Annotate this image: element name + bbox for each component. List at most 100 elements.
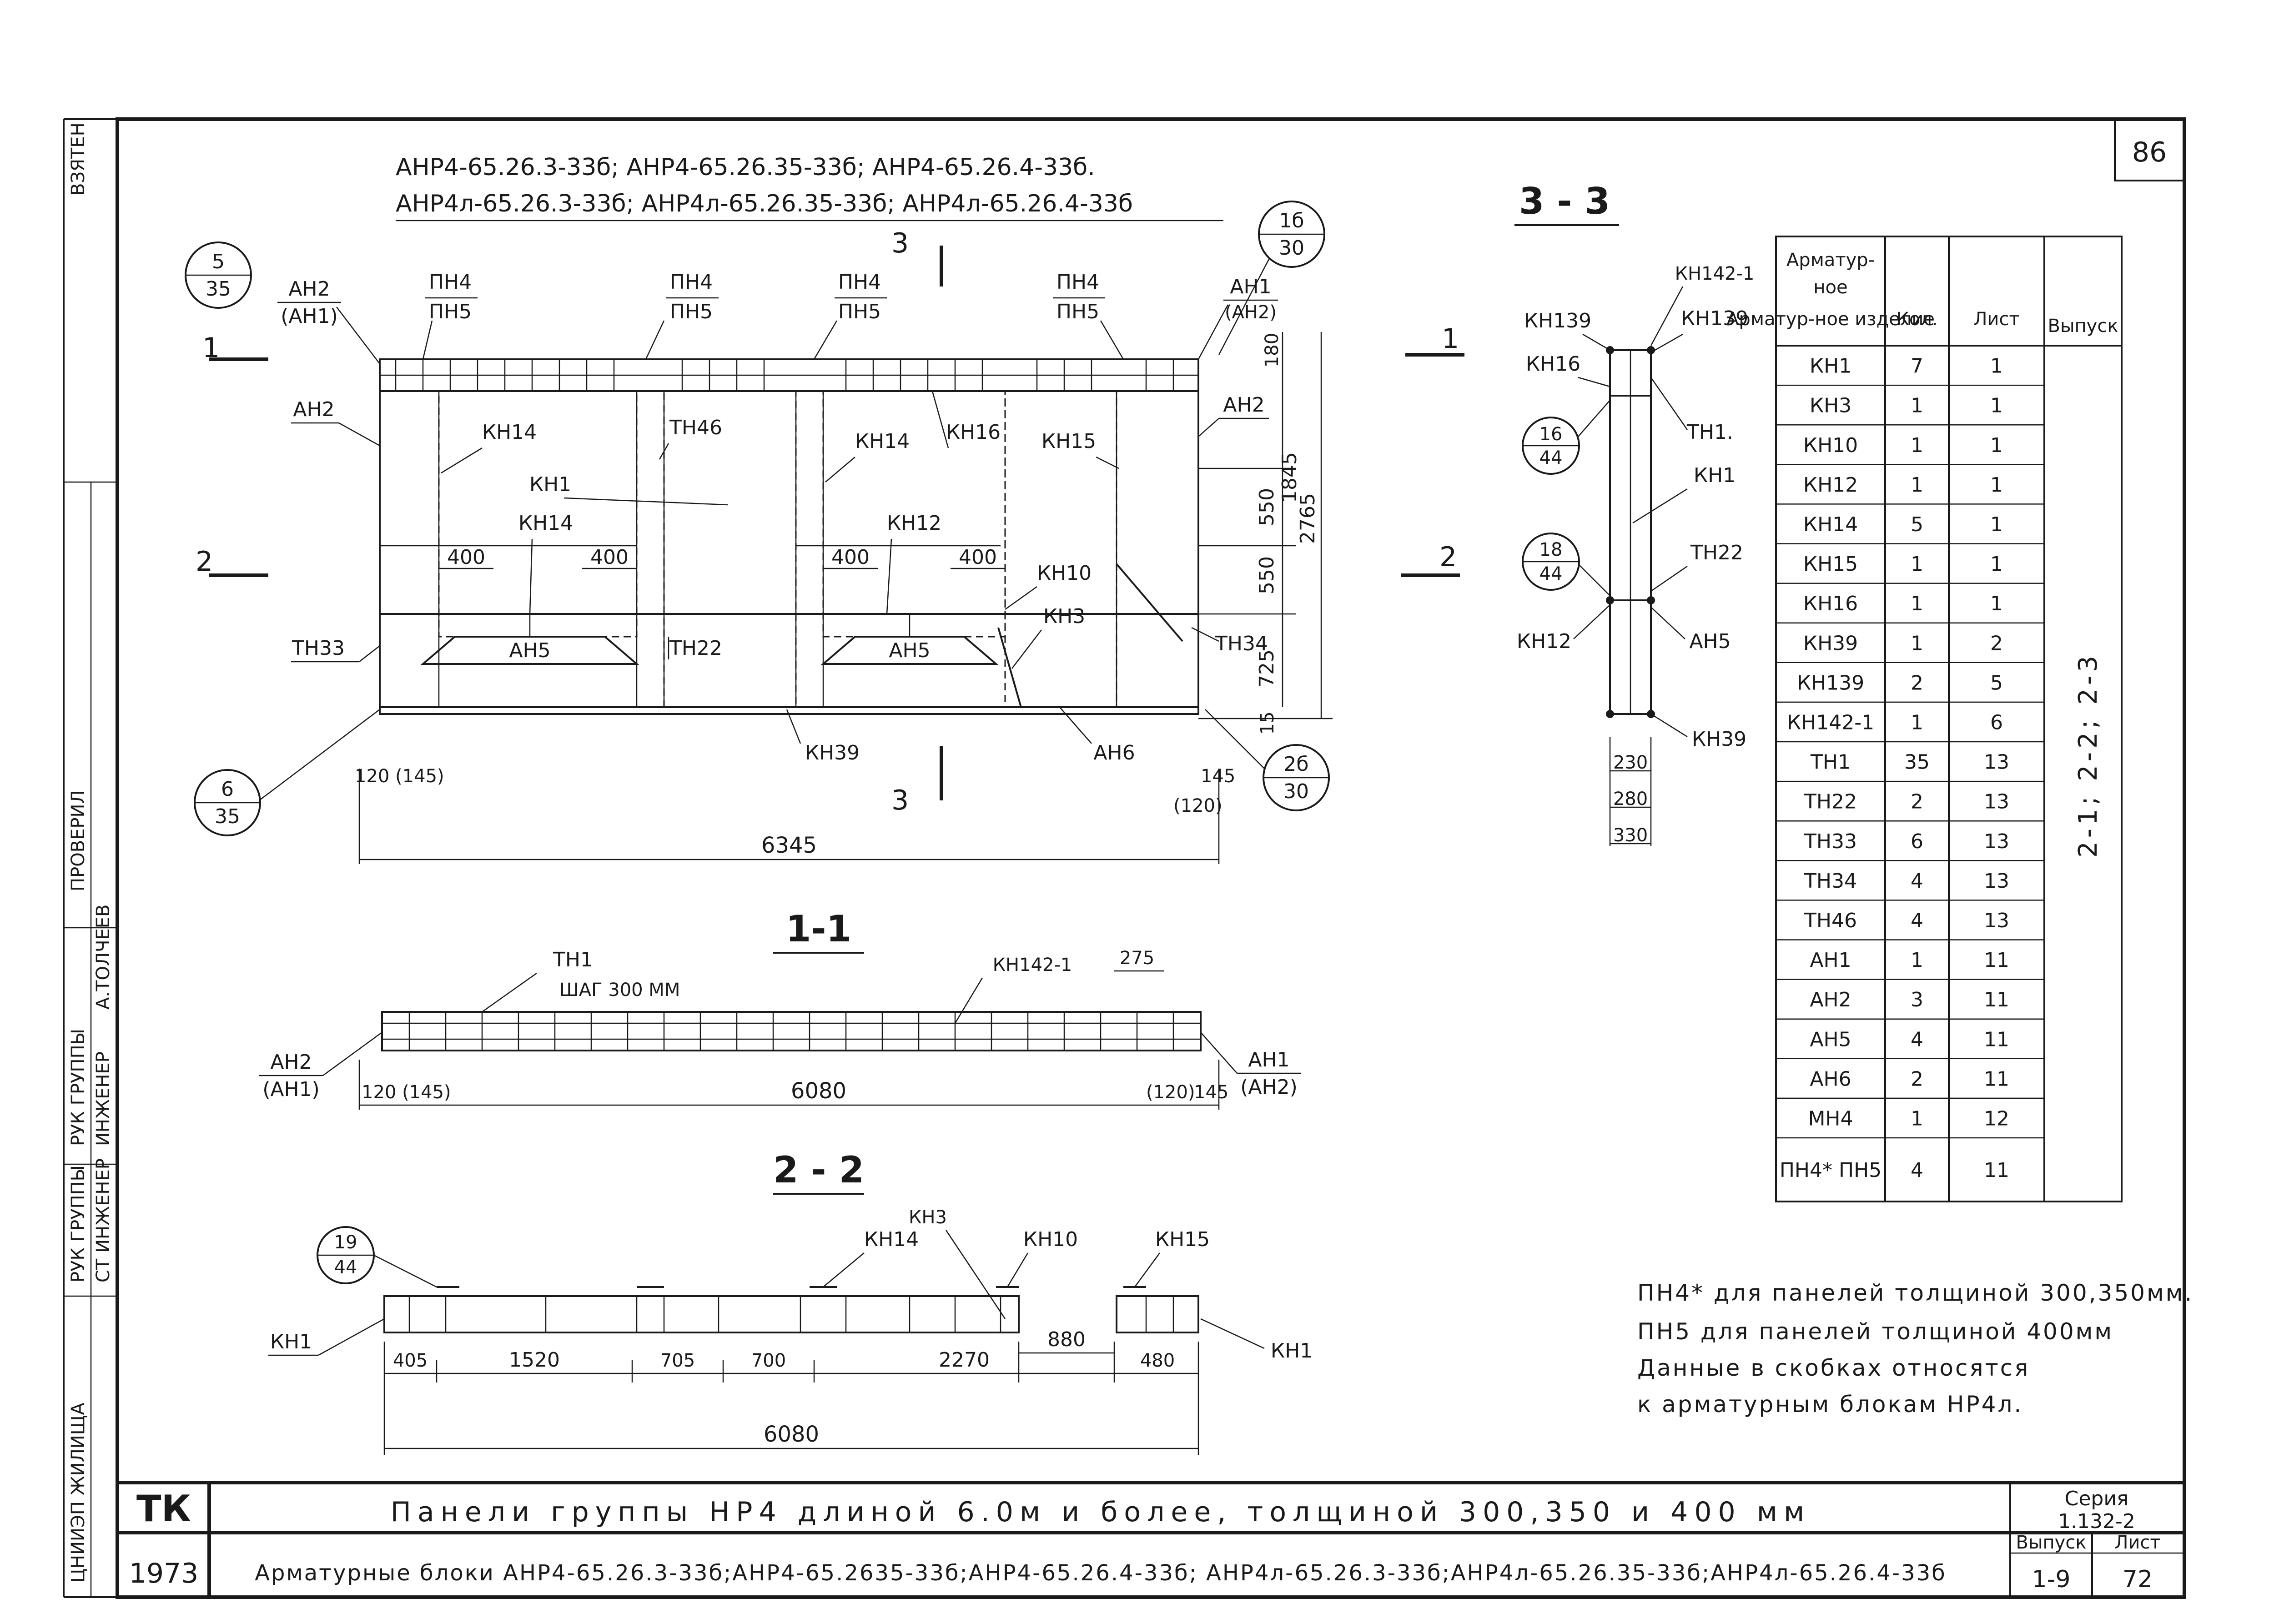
table-cell: 1 [1990, 434, 2003, 457]
section-marker-2-right: 2 [1439, 541, 1457, 573]
label-pn4-3: ПН4 [838, 271, 881, 294]
title-code: ТК [136, 1488, 191, 1530]
table-cell: 6 [1990, 711, 2003, 734]
table-header-qty: Кол. [1896, 309, 1937, 330]
callout-19-top: 19 [334, 1232, 357, 1253]
table-cell: ТН22 [1804, 790, 1857, 814]
strip-role-3: ПРОВЕРИЛ [68, 790, 89, 891]
label-pn4-1: ПН4 [429, 271, 472, 294]
table-cell: 12 [1984, 1107, 2009, 1130]
title-subtitle: Арматурные блоки АНР4-65.26.3-33б;АНР4-6… [255, 1560, 1947, 1586]
label-kn39-33: КН39 [1692, 728, 1746, 751]
callout-2b-top: 2б [1283, 753, 1308, 776]
table-header-release: Выпуск [2048, 316, 2118, 337]
table-cell: 1 [1911, 473, 1923, 497]
table-cell: 3 [1911, 988, 1923, 1011]
top-ticks [395, 359, 1174, 391]
label-kn14-a: КН14 [482, 421, 537, 444]
sheet-number-box: 86 [2114, 118, 2185, 181]
label-kn142-11: КН142-1 [993, 955, 1072, 975]
table-cell: 5 [1990, 671, 2003, 694]
dim-405: 405 [393, 1350, 428, 1371]
note-line-2: ПН5 для панелей толщиной 400мм [1637, 1318, 2113, 1345]
callout-2b-bottom: 30 [1283, 780, 1309, 803]
label-pn4-2: ПН4 [670, 271, 713, 294]
label-th46: ТН46 [669, 416, 722, 439]
series-label: Серия [2065, 1487, 2129, 1510]
table-cell: 1 [1911, 1107, 1923, 1130]
strip-role-2: СТ ИНЖЕНЕР [93, 1158, 114, 1282]
strip-org: ЦНИИЭП ЖИЛИЩА [68, 1403, 89, 1583]
label-th34: ТН34 [1215, 632, 1268, 655]
table-cell: АН6 [1810, 1067, 1851, 1091]
label-kn14-22: КН14 [864, 1228, 919, 1251]
label-an2-paren: (АН2) [1225, 302, 1277, 323]
section-2-2-ticks [408, 1296, 1174, 1332]
title-main: Панели группы НР4 длиной 6.0м и более, т… [391, 1496, 1811, 1528]
label-pn4-4: ПН4 [1057, 271, 1099, 294]
label-kn139-left: КН139 [1524, 309, 1591, 332]
dim-700: 700 [751, 1350, 786, 1371]
label-pn5-1: ПН5 [429, 300, 472, 323]
strip-role-5: ИНЖЕНЕР [93, 1051, 114, 1146]
label-kn10-22: КН10 [1023, 1228, 1078, 1251]
front-callouts: 5 35 1б 30 6 35 2б 30 [185, 201, 1330, 836]
sheet-value: 72 [2123, 1566, 2153, 1593]
table-cell: 2 [1911, 671, 1923, 694]
table-cell: КН14 [1803, 513, 1858, 536]
dim-145: 145 [1201, 766, 1235, 787]
table-cell: 35 [1904, 751, 1930, 774]
table-cell: 11 [1984, 1067, 2009, 1091]
table-cell: 4 [1911, 870, 1923, 893]
table-header-item-1: Арматур- [1786, 250, 1875, 271]
section-3-3-title: 3 - 3 [1519, 180, 1610, 222]
strip-role-1: РУК ГРУППЫ [68, 1165, 89, 1282]
spec-table: Арматур- ное Арматур-ное изделие Кол. Ли… [1726, 236, 2123, 1202]
label-an1p-11: (АН1) [262, 1078, 320, 1101]
table-cell: КН12 [1803, 473, 1858, 497]
label-kn15-22: КН15 [1155, 1228, 1210, 1251]
label-an2-top: АН2 [288, 277, 330, 301]
notes: ПН4* для панелей толщиной 300,350мм. ПН5… [1637, 1280, 2192, 1418]
table-header-item: Арматур-ное изделие [1726, 309, 1935, 330]
table-cell: АН2 [1810, 988, 1851, 1011]
callout-6-bottom: 35 [215, 805, 240, 828]
label-kn16: КН16 [946, 421, 1001, 444]
table-header-item-2: ное [1813, 277, 1847, 298]
table-cell: КН1 [1810, 355, 1851, 378]
header-line-2: АНР4л-65.26.3-33б; АНР4л-65.26.35-33б; А… [396, 190, 1133, 217]
label-pn5-3: ПН5 [838, 300, 881, 323]
sheet-frame [63, 117, 2186, 1599]
label-an2-right: АН2 [1223, 393, 1264, 417]
section-1-1-title: 1-1 [786, 908, 852, 950]
label-step: ШАГ 300 ММ [559, 980, 680, 1001]
table-cell: 11 [1984, 1028, 2009, 1051]
dim-400-4: 400 [959, 546, 997, 569]
label-an5-b: АН5 [889, 639, 930, 662]
table-cell: 1 [1911, 632, 1923, 655]
table-cell: 1 [1911, 949, 1923, 972]
dim-725: 725 [1255, 649, 1278, 688]
section-1-1-ticks [408, 1012, 1174, 1051]
label-th1-11: ТН1 [553, 948, 593, 971]
table-cell: КН15 [1803, 553, 1858, 576]
an5-trapezoid-a [420, 636, 639, 665]
table-header-sheet: Лист [1973, 309, 2019, 330]
dim-120-paren: (120) [1173, 795, 1223, 816]
dim-2765: 2765 [1296, 493, 1319, 544]
note-line-4: к арматурным блокам НР4л. [1637, 1391, 2023, 1418]
table-release-value: 2-1; 2-2; 2-3 [2073, 652, 2103, 858]
table-cell: 11 [1984, 949, 2009, 972]
section-marker-2-left: 2 [196, 546, 213, 578]
series-value: 1.132-2 [2058, 1510, 2135, 1533]
table-cell: МН4 [1808, 1107, 1853, 1130]
issue-label: Выпуск [2016, 1532, 2087, 1553]
table-cell: КН3 [1810, 394, 1851, 417]
label-kn16-33: КН16 [1526, 352, 1580, 376]
note-line-3: Данные в скобках относятся [1637, 1355, 2030, 1381]
panel-outline [379, 358, 1199, 715]
callout-16-bottom: 44 [1539, 447, 1563, 468]
label-kn139-right: КН139 [1681, 307, 1748, 330]
title-year: 1973 [129, 1558, 199, 1589]
table-cell: 7 [1911, 355, 1923, 378]
